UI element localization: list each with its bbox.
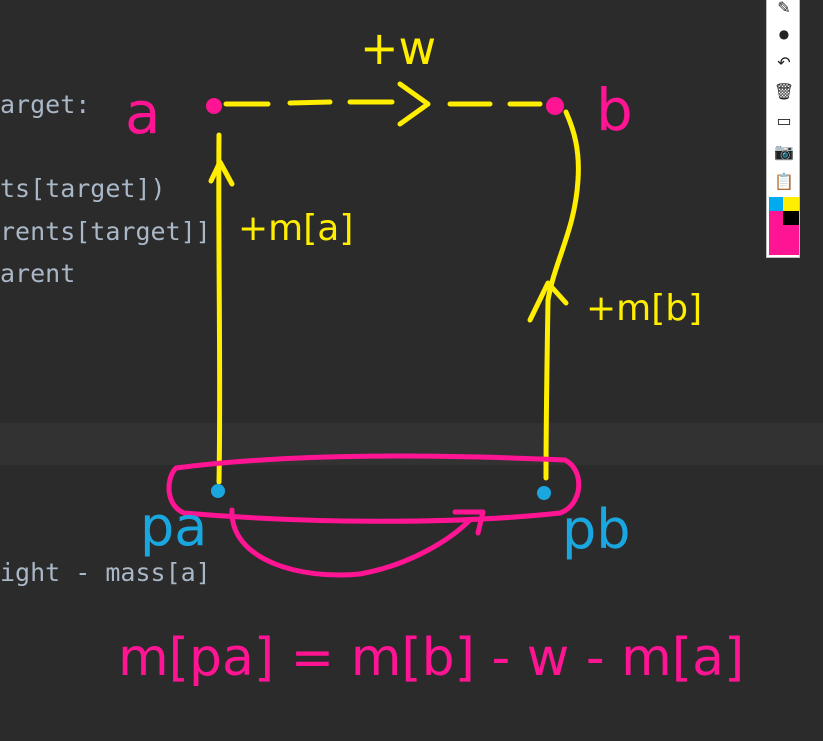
label-a: a <box>125 79 161 147</box>
edge-pa-to-a-arrowhead <box>208 159 235 187</box>
yellow-strokes <box>208 81 581 485</box>
union-arrowhead <box>452 509 486 536</box>
swatch-black[interactable] <box>783 211 799 225</box>
code-line-2: ts[target]) <box>0 174 166 203</box>
trash-icon[interactable]: 🗑 <box>773 81 795 101</box>
swatch-current-pink[interactable] <box>769 225 799 255</box>
label-edge-w: +w <box>360 21 436 75</box>
drawing-toolbar: ✎ ● ↶ 🗑 ▭ 📷 📋 <box>766 0 800 258</box>
label-b: b <box>596 76 633 144</box>
node-b-dot <box>546 97 564 115</box>
dot-icon[interactable]: ● <box>778 27 790 41</box>
edge-pb-to-b-arrowhead <box>527 280 569 323</box>
formula: m[pa] = m[b] - w - m[a] <box>118 628 744 688</box>
swatch-yellow[interactable] <box>783 197 799 211</box>
union-ellipse <box>166 453 582 524</box>
label-pa: pa <box>140 495 207 558</box>
code-line-3: rents[target]] <box>0 217 211 246</box>
label-pb: pb <box>562 498 631 561</box>
swatch-cyan[interactable] <box>769 197 783 211</box>
swatch-pink[interactable] <box>769 211 783 225</box>
label-edge-ma: +m[a] <box>238 208 353 249</box>
edge-pa-to-a-line <box>216 132 223 485</box>
w-edge-arrowhead <box>397 81 431 127</box>
code-line-5: ight - mass[a] <box>0 558 211 587</box>
clipboard-icon[interactable]: 📋 <box>774 171 794 191</box>
code-line-1: arget: <box>0 90 91 119</box>
code-line-4: arent <box>0 259 76 288</box>
union-arrow-curve <box>229 507 473 578</box>
undo-icon[interactable]: ↶ <box>777 52 791 72</box>
whiteboard-icon[interactable]: ▭ <box>776 110 792 130</box>
eraser-icon[interactable]: ✎ <box>777 0 791 17</box>
label-edge-mb: +m[b] <box>586 288 702 329</box>
color-palette <box>769 197 799 255</box>
camera-icon[interactable]: 📷 <box>774 141 794 161</box>
node-a-dot <box>206 98 222 114</box>
node-pa-dot <box>211 484 225 498</box>
node-pb-dot <box>537 486 551 500</box>
pink-strokes <box>166 453 582 578</box>
edge-pb-to-b-line <box>543 109 581 481</box>
w-edge-dashed-line <box>223 99 543 107</box>
